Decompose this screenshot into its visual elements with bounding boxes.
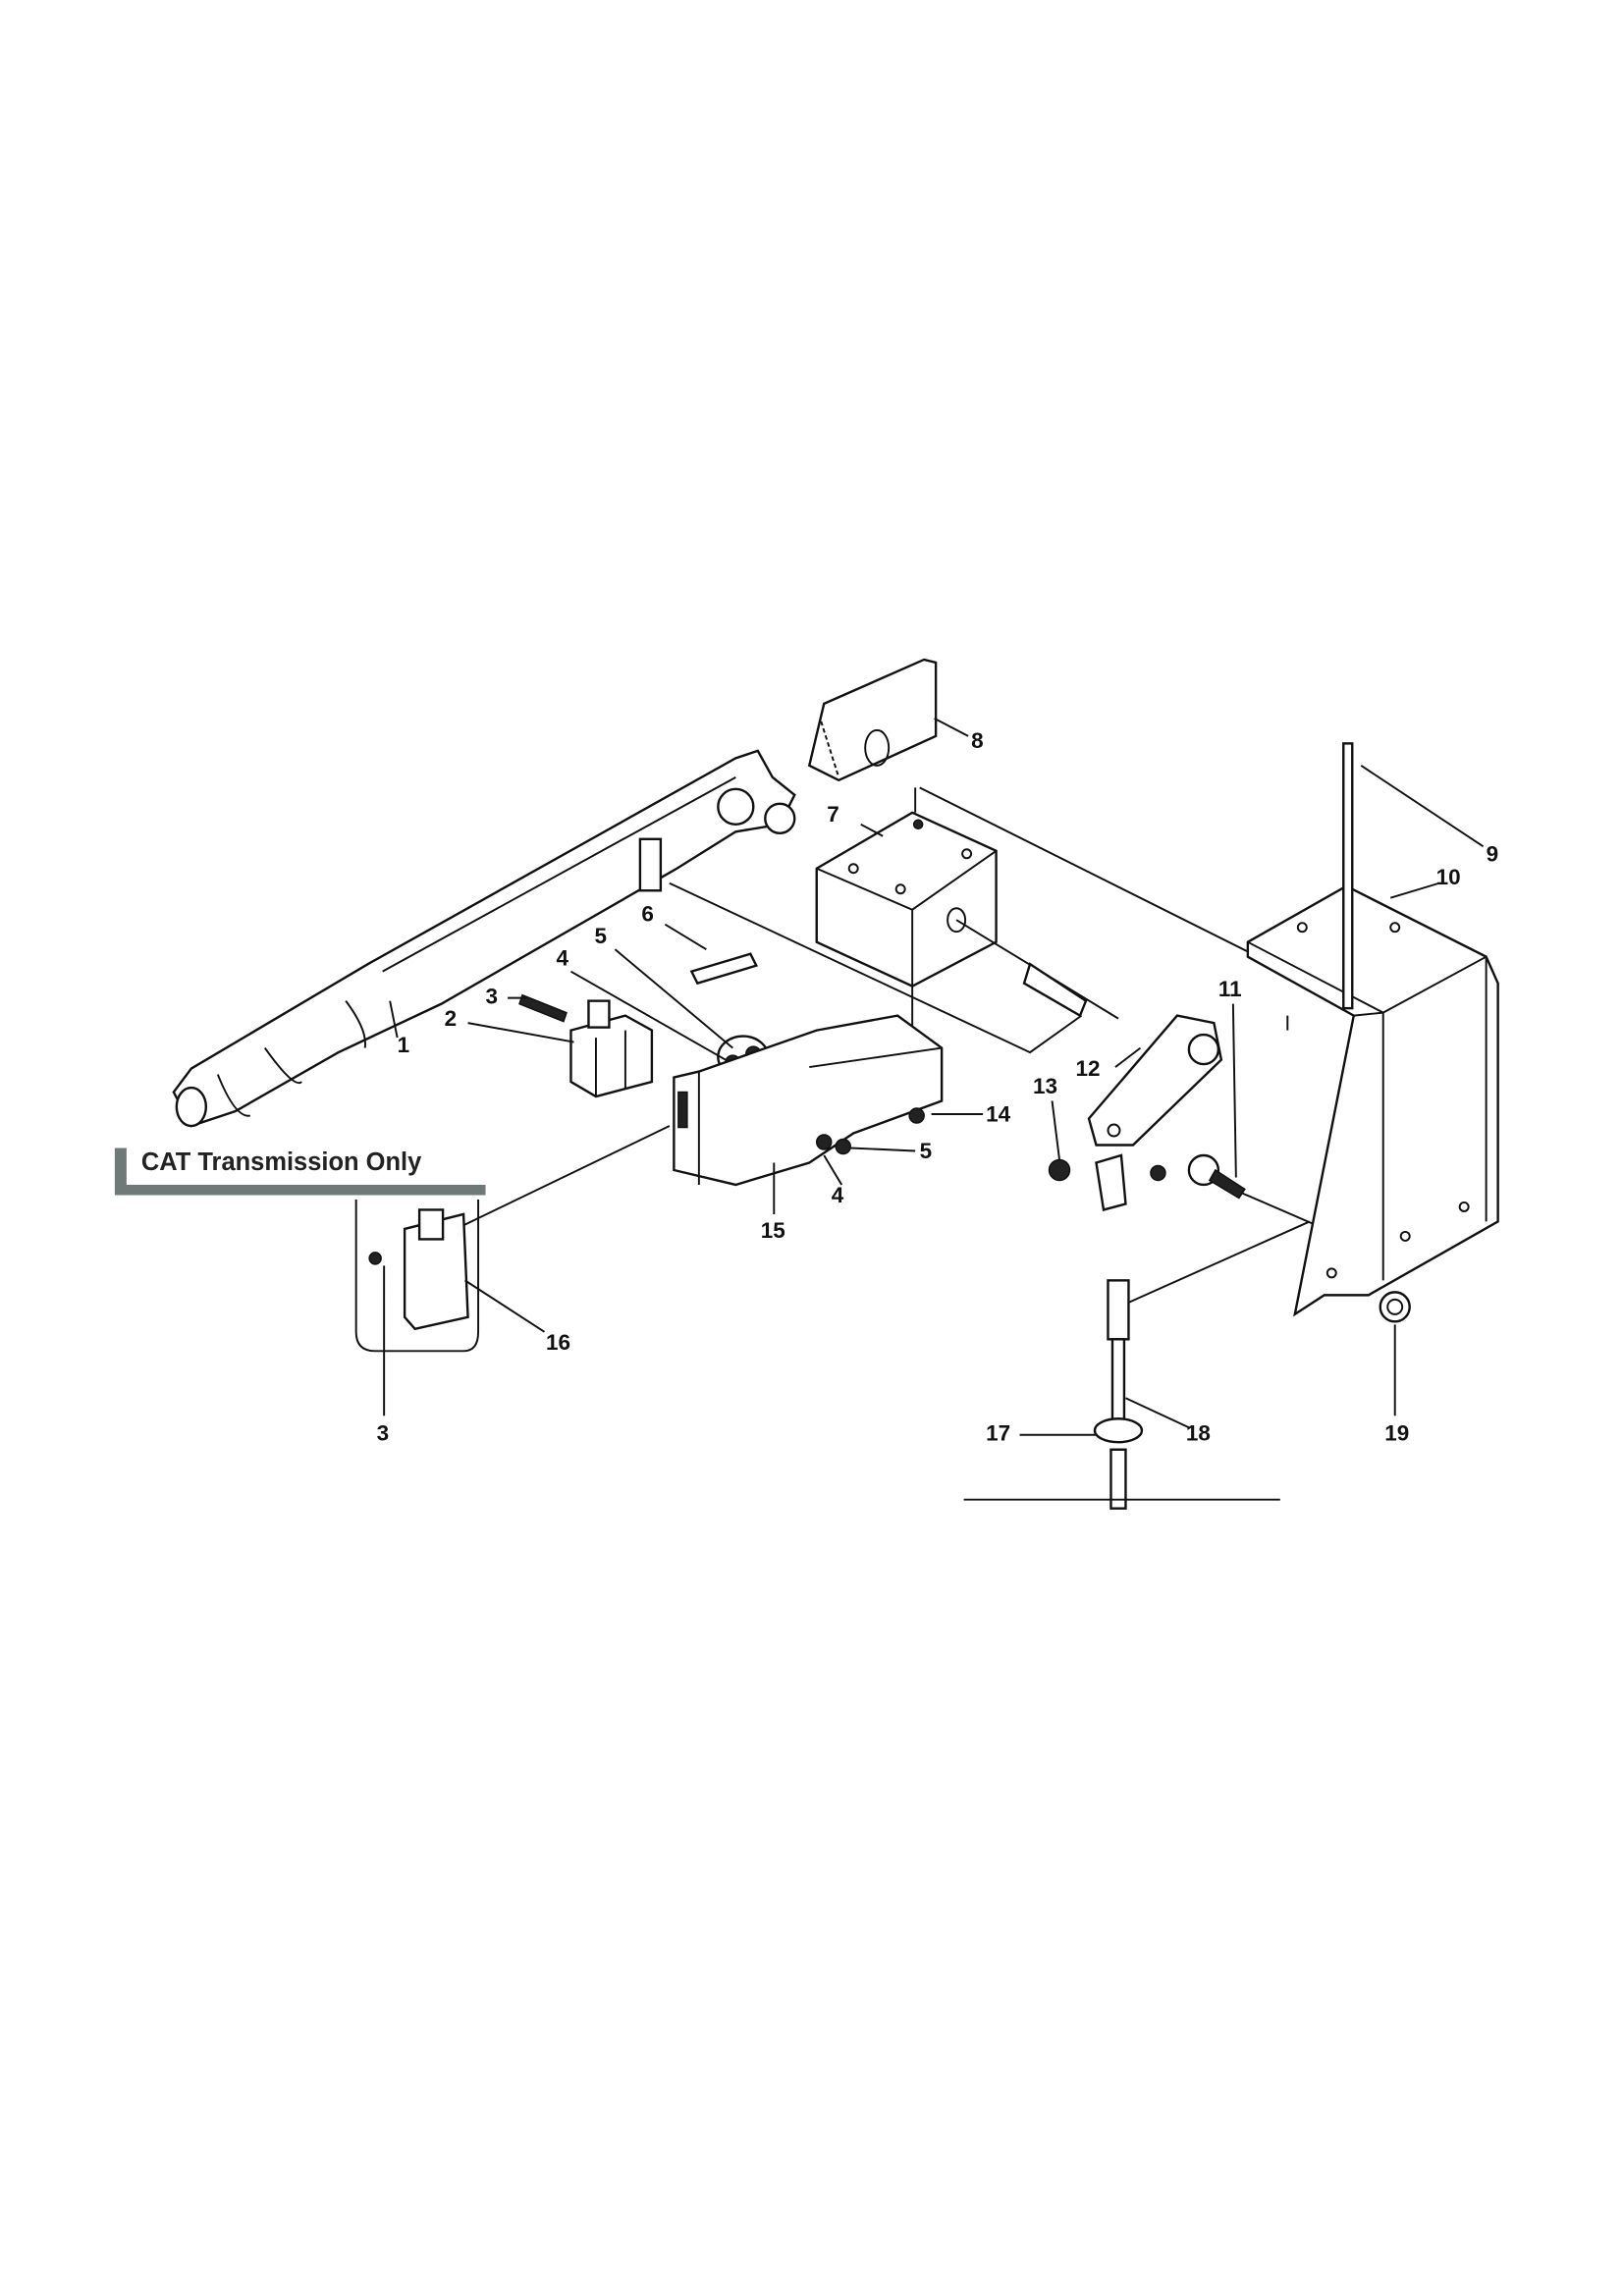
callout-3b: 3 [377, 1421, 389, 1446]
callout-18: 18 [1186, 1421, 1211, 1446]
callout-15: 15 [761, 1218, 785, 1243]
cat-transmission-note: CAT Transmission Only [114, 1148, 486, 1196]
part-15-bracket [673, 1014, 944, 1187]
callout-11: 11 [1218, 977, 1242, 1001]
part-2-switch [569, 999, 654, 1098]
part-18-rod [963, 1279, 1280, 1510]
callout-1: 1 [398, 1033, 410, 1057]
callout-14: 14 [986, 1102, 1010, 1127]
part-8-sector-plate [807, 658, 938, 782]
part-11-bolt [1187, 1153, 1246, 1200]
callout-4b: 4 [832, 1183, 844, 1207]
assembly-lines [456, 786, 1377, 1304]
part-7-block [815, 811, 998, 988]
callout-10: 10 [1436, 865, 1461, 889]
callout-8: 8 [971, 728, 984, 753]
part-1-lever-arm [172, 749, 796, 1128]
part-9-long-bolt [1342, 742, 1354, 1010]
callout-4: 4 [556, 946, 568, 971]
callout-6: 6 [641, 902, 653, 927]
part-19-nut [1379, 1291, 1411, 1323]
part-16-inset [354, 1199, 480, 1353]
leader-lines [383, 718, 1485, 1436]
part-10-mounting-plate [1246, 884, 1499, 1317]
callout-17: 17 [986, 1421, 1010, 1446]
part-6-pin [689, 952, 759, 986]
callout-16: 16 [546, 1330, 570, 1355]
cat-transmission-label: CAT Transmission Only [141, 1148, 422, 1176]
callout-3: 3 [486, 985, 498, 1009]
callout-5b: 5 [920, 1139, 933, 1163]
callout-9: 9 [1487, 841, 1499, 866]
part-12-crank [1022, 962, 1223, 1147]
part-3-screw [518, 993, 568, 1023]
callout-12: 12 [1076, 1056, 1101, 1081]
callout-13: 13 [1033, 1074, 1057, 1098]
callout-19: 19 [1384, 1421, 1409, 1446]
callout-2: 2 [445, 1006, 458, 1031]
note-bar [114, 1148, 486, 1196]
callout-7: 7 [827, 802, 839, 827]
callout-5: 5 [594, 924, 606, 948]
callout-numbers: 1 2 3 4 5 6 7 8 9 10 11 12 13 14 5 4 15 … [377, 728, 1498, 1446]
part-13-linkage [1048, 1153, 1166, 1211]
